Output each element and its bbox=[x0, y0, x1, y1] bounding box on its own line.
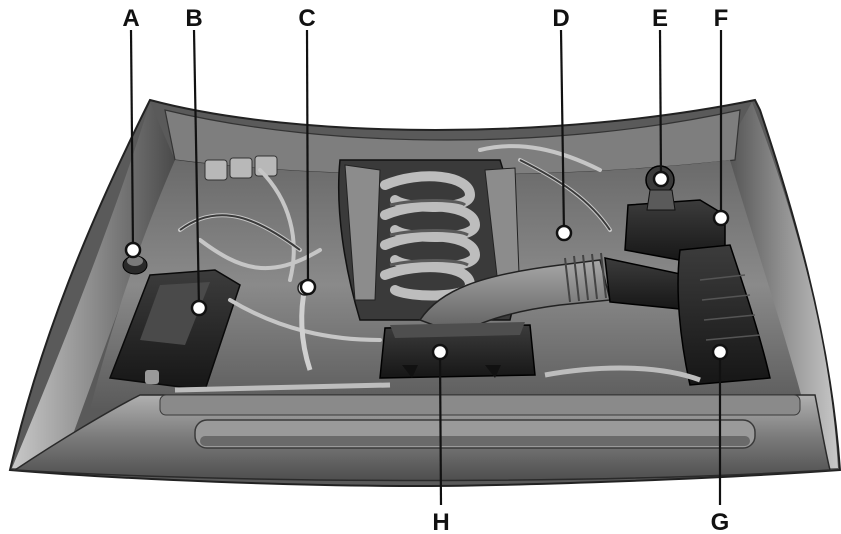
callout-dot-h bbox=[433, 345, 447, 359]
radiator-bar-shadow bbox=[200, 436, 750, 446]
engine-bay-illustration bbox=[10, 100, 840, 486]
callout-dot-a bbox=[126, 243, 140, 257]
callout-dot-e bbox=[654, 172, 668, 186]
callout-label-a: A bbox=[122, 5, 139, 32]
callout-label-f: F bbox=[714, 5, 729, 32]
brake-reservoir-neck bbox=[647, 190, 675, 210]
callout-dot-g bbox=[713, 345, 727, 359]
callout-dot-d bbox=[557, 226, 571, 240]
callout-dot-c bbox=[301, 280, 315, 294]
fuse-box-clip bbox=[145, 370, 159, 384]
callout-label-g: G bbox=[711, 509, 730, 534]
lower-bar bbox=[160, 395, 800, 415]
callout-label-c: C bbox=[298, 5, 315, 32]
callout-label-b: B bbox=[185, 5, 202, 32]
callout-label-h: H bbox=[432, 509, 449, 534]
callout-label-e: E bbox=[652, 5, 668, 32]
callout-dot-f bbox=[714, 211, 728, 225]
callout-dot-b bbox=[192, 301, 206, 315]
callout-label-d: D bbox=[552, 5, 569, 32]
